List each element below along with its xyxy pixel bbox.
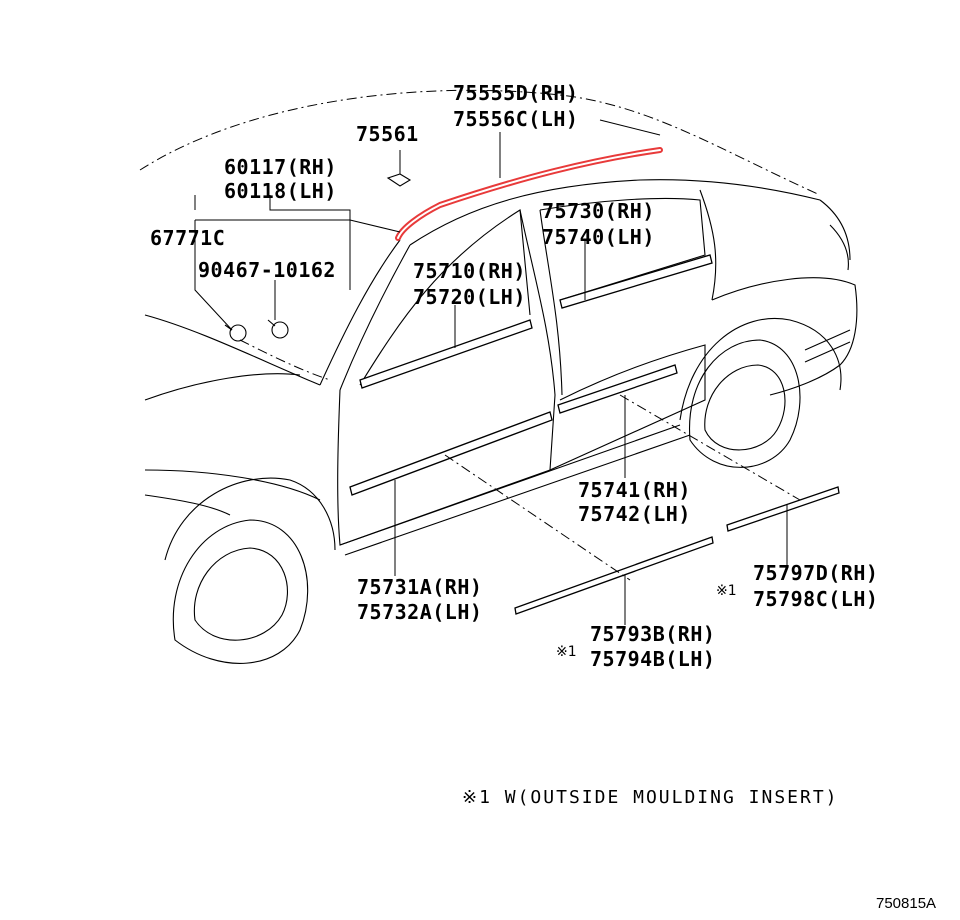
part-label-p4-l1: 67771C [150,226,225,250]
part-label-p9-l2: 75732A(LH) [357,600,482,624]
part-label-p10-l2: 75798C(LH) [753,587,878,611]
part-label-p6-l2: 75740(LH) [542,225,655,249]
rear-door-side-moulding [557,364,678,414]
clip-67771c-icon [229,324,247,342]
part-label-p11-l2: 75794B(LH) [590,647,715,671]
part-label-p8-l1: 75741(RH) [578,478,691,502]
part-label-p2-l1: 75561 [356,122,419,146]
rear-moulding-insert [726,486,840,532]
mouldings [349,147,840,615]
part-label-p3-l1: 60117(RH) [224,155,337,179]
insert-marker-2: ※1 [556,644,577,660]
leader-lines [194,119,801,625]
drawing-code: 750815A [876,895,936,912]
front-door-side-moulding [349,411,553,496]
clip-75561-icon [386,173,412,187]
part-label-p9-l1: 75731A(RH) [357,575,482,599]
part-label-p7-l2: 75720(LH) [413,285,526,309]
part-label-p5-l1: 90467-10162 [198,258,336,282]
part-label-p1-l1: 75555D(RH) [453,81,578,105]
rear-belt-moulding [559,254,713,309]
part-label-p3-l2: 60118(LH) [224,179,337,203]
part-label-p10-l1: 75797D(RH) [753,561,878,585]
front-moulding-insert [514,536,714,615]
part-label-p7-l1: 75710(RH) [413,259,526,283]
front-belt-moulding [359,319,533,389]
part-label-p11-l1: 75793B(RH) [590,622,715,646]
part-labels: 75555D(RH) 75556C(LH) 75561 60117(RH) 60… [150,81,878,671]
part-label-p8-l2: 75742(LH) [578,502,691,526]
part-label-p6-l1: 75730(RH) [542,199,655,223]
part-label-p1-l2: 75556C(LH) [453,107,578,131]
footnote: ※1 W(OUTSIDE MOULDING INSERT) [462,787,839,808]
clip-90467-icon [271,321,289,339]
insert-marker-1: ※1 [716,583,737,599]
car-body-outline [139,89,858,664]
